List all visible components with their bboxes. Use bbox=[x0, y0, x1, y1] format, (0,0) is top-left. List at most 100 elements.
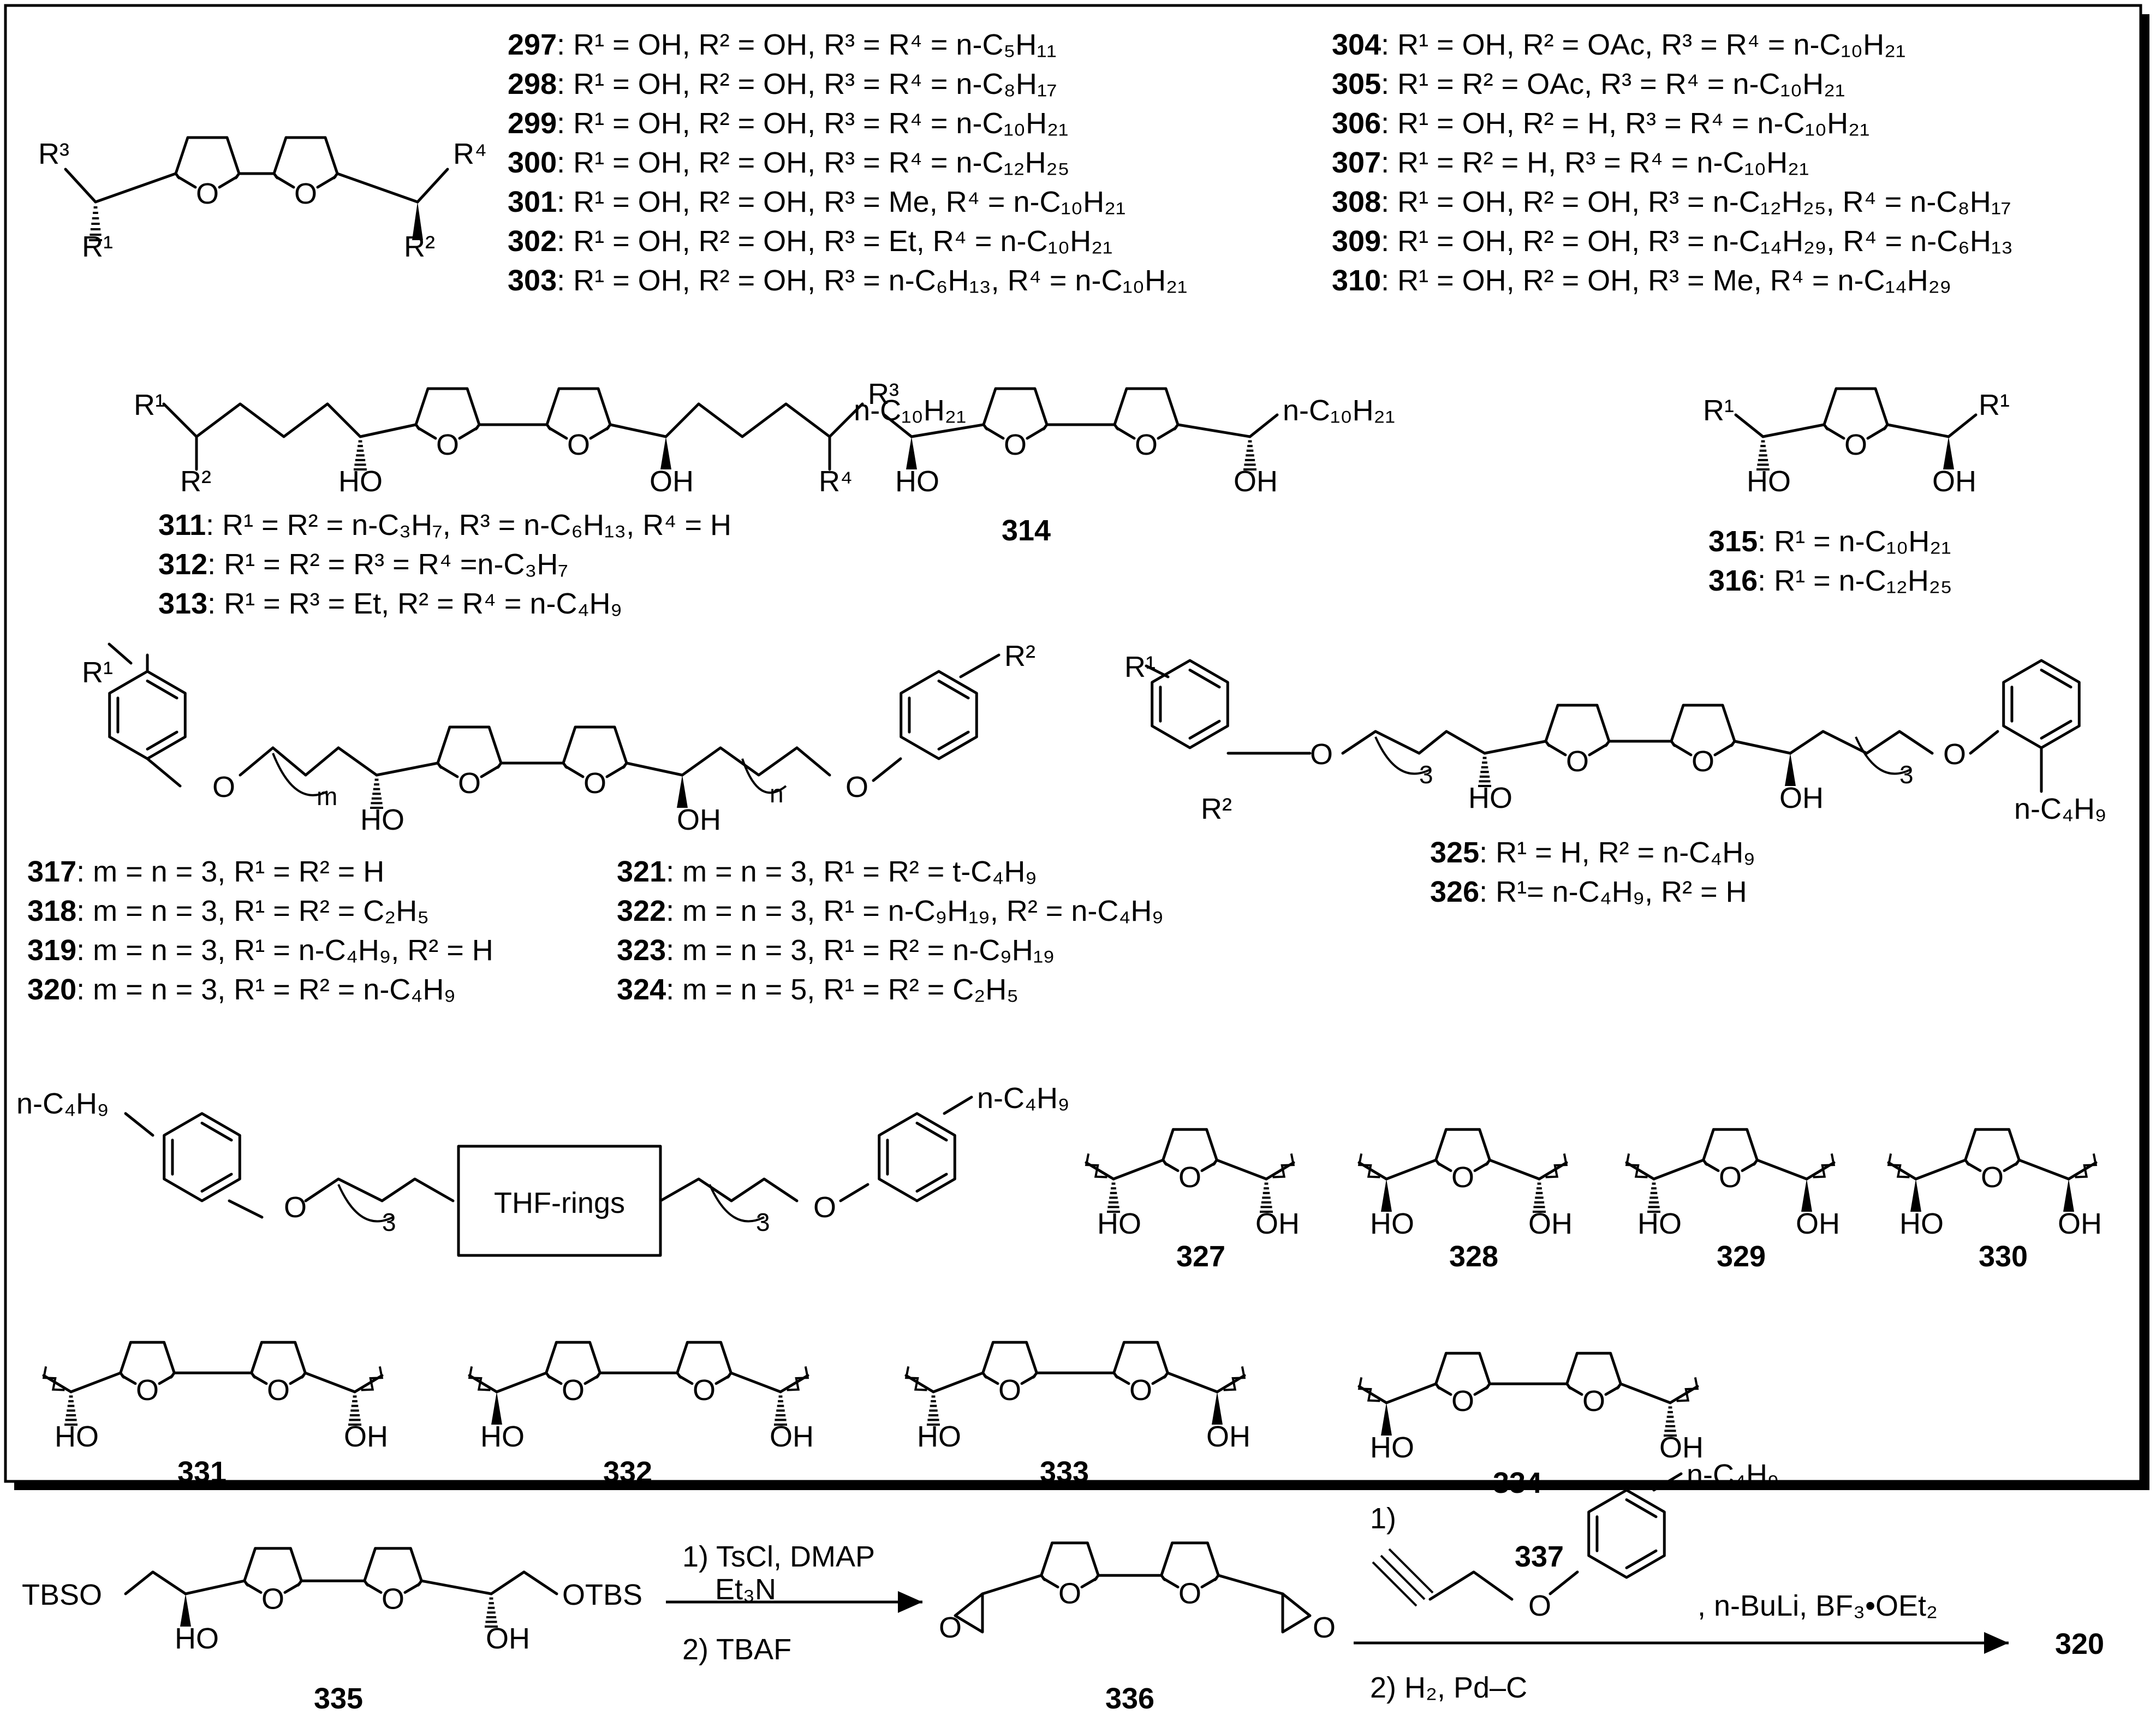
ring-oxygen-label: O bbox=[1451, 1161, 1474, 1194]
chain bbox=[375, 761, 439, 777]
ring-oxygen-label: O bbox=[1178, 1577, 1201, 1610]
thf-ring-bond bbox=[283, 1582, 301, 1594]
compound-301: 301: R¹ = OH, R² = OH, R³ = Me, R⁴ = n-C… bbox=[508, 186, 1125, 218]
thf-ring-bond bbox=[1026, 426, 1046, 440]
compound-299: 299: R¹ = OH, R² = OH, R³ = R⁴ = n-C₁₀H₂… bbox=[508, 107, 1068, 140]
compound-304: 304: R¹ = OH, R² = OAc, R³ = R⁴ = n-C₁₀H… bbox=[1332, 28, 1905, 61]
hydroxyl-label: HO bbox=[55, 1420, 99, 1453]
hash-bond bbox=[1756, 440, 1770, 471]
wedge-bond bbox=[1801, 1179, 1812, 1212]
thf-ring-bond bbox=[2003, 1162, 2018, 1172]
compound-323: 323: m = n = 3, R¹ = R² = n-C₉H₁₉ bbox=[617, 934, 1055, 967]
chain bbox=[1914, 1158, 1967, 1181]
hydroxyl-label: OH bbox=[1206, 1420, 1250, 1453]
thf-ring bbox=[363, 1547, 423, 1587]
ring-oxygen-label: O bbox=[196, 177, 219, 210]
repeat-count-label: 3 bbox=[1419, 760, 1433, 789]
compound-310: 310: R¹ = OH, R² = OH, R³ = Me, R⁴ = n-C… bbox=[1332, 264, 1951, 297]
chain bbox=[1341, 730, 1421, 755]
aromatic-bond bbox=[2040, 719, 2072, 740]
chain bbox=[1385, 1382, 1438, 1404]
compound-326: 326: R¹= n-C₄H₉, R² = H bbox=[1430, 876, 1747, 908]
thf-ring bbox=[1160, 1541, 1220, 1581]
wavy-bond bbox=[1357, 1377, 1380, 1402]
epoxide-ring bbox=[954, 1592, 984, 1634]
aromatic-bond bbox=[937, 730, 970, 751]
thf-ring-bond bbox=[1080, 1577, 1098, 1588]
chain bbox=[64, 168, 97, 204]
chain bbox=[1418, 730, 1486, 755]
wavy-bond bbox=[42, 1366, 65, 1391]
compound-305: 305: R¹ = R² = OAc, R³ = R⁴ = n-C₁₀H₂₁ bbox=[1332, 68, 1845, 100]
aromatic-bond bbox=[2040, 669, 2072, 689]
hash-bond bbox=[1107, 1182, 1120, 1213]
thf-ring-bond bbox=[564, 765, 585, 778]
ring-oxygen-label: O bbox=[583, 767, 606, 800]
chain bbox=[1217, 1574, 1284, 1595]
hash-bond bbox=[64, 1395, 78, 1426]
thf-ring-bond bbox=[252, 1374, 268, 1385]
thf-ring-bond bbox=[714, 1374, 730, 1385]
benzene-ring bbox=[878, 1112, 956, 1202]
hash-bond bbox=[485, 1597, 498, 1628]
wavy-bond bbox=[1272, 1153, 1295, 1178]
hydroxyl-label: HO bbox=[1637, 1207, 1682, 1240]
thf-ring-bond bbox=[1437, 1385, 1452, 1396]
wavy-bond bbox=[1545, 1153, 1568, 1178]
alkyne-bond bbox=[1380, 1555, 1426, 1600]
ether-oxygen-label: O bbox=[845, 771, 868, 803]
compound-306: 306: R¹ = OH, R² = H, R³ = R⁴ = n-C₁₀H₂₁ bbox=[1332, 107, 1869, 140]
ring-oxygen-label: O bbox=[562, 1374, 585, 1407]
ring-oxygen-label: O bbox=[1844, 428, 1867, 461]
compound-315: 315: R¹ = n-C₁₀H₂₁ bbox=[1708, 525, 1951, 558]
chain bbox=[730, 1177, 799, 1202]
chain bbox=[981, 1574, 1043, 1595]
chain bbox=[239, 746, 307, 777]
wavy-bond bbox=[1676, 1377, 1699, 1402]
thf-ring-bond bbox=[678, 1374, 694, 1385]
thf-ring-bond bbox=[480, 765, 501, 778]
alkyne-bond bbox=[1372, 1561, 1418, 1607]
repeat-m-label: m bbox=[317, 782, 337, 811]
hydroxyl-label: OH bbox=[2058, 1207, 2102, 1240]
hydroxyl-label: OH bbox=[486, 1622, 530, 1655]
thf-ring-bond bbox=[289, 1374, 305, 1385]
ether-oxygen-label: O bbox=[813, 1191, 836, 1224]
compound-332-number: 332 bbox=[603, 1456, 652, 1488]
thf-ring-bond bbox=[416, 426, 437, 440]
chain bbox=[1652, 1158, 1705, 1181]
repeat-bracket bbox=[337, 1184, 394, 1223]
chain bbox=[1112, 1158, 1165, 1181]
wedge-bond bbox=[1381, 1403, 1392, 1436]
compound-321: 321: m = n = 3, R¹ = R² = t-C₄H₉ bbox=[617, 855, 1037, 888]
wavy-bond bbox=[1887, 1153, 1910, 1178]
chain bbox=[943, 1095, 973, 1115]
otbs-label: OTBS bbox=[562, 1579, 642, 1611]
reagent-step-3b: , n-BuLi, BF₃•OEt₂ bbox=[1698, 1589, 1938, 1622]
thf-ring-bond bbox=[1473, 1385, 1489, 1396]
wedge-bond bbox=[180, 1594, 191, 1627]
thf-ring-bond bbox=[365, 1582, 383, 1594]
ether-oxygen-label: O bbox=[212, 771, 235, 803]
compound-302: 302: R¹ = OH, R² = OH, R³ = Et, R⁴ = n-C… bbox=[508, 225, 1112, 258]
compound-313: 313: R¹ = R³ = Et, R² = R⁴ = n-C₄H₉ bbox=[158, 587, 622, 620]
chain bbox=[69, 1371, 122, 1393]
thf-ring-bond bbox=[1151, 1374, 1167, 1385]
hydroxyl-label: HO bbox=[917, 1420, 961, 1453]
wavy-bond bbox=[904, 1366, 927, 1391]
chain bbox=[124, 1570, 187, 1595]
r2-label: R² bbox=[1201, 793, 1232, 825]
reagent-step-2: 2) TBAF bbox=[682, 1633, 791, 1666]
ring-oxygen-label: O bbox=[1004, 428, 1027, 461]
chain bbox=[1761, 423, 1826, 438]
compound-314-number: 314 bbox=[1002, 514, 1051, 547]
ring-oxygen-label: O bbox=[1582, 1385, 1605, 1418]
hydroxyl-label: OH bbox=[1255, 1207, 1300, 1240]
hydroxyl-label: OH bbox=[1528, 1207, 1573, 1240]
panel-frame bbox=[4, 4, 2142, 1483]
thf-ring-bond bbox=[121, 1374, 137, 1385]
wavy-bond bbox=[1357, 1153, 1380, 1178]
chain bbox=[94, 172, 177, 204]
ether-oxygen-label: O bbox=[284, 1191, 307, 1224]
hash-bond bbox=[1478, 757, 1491, 787]
